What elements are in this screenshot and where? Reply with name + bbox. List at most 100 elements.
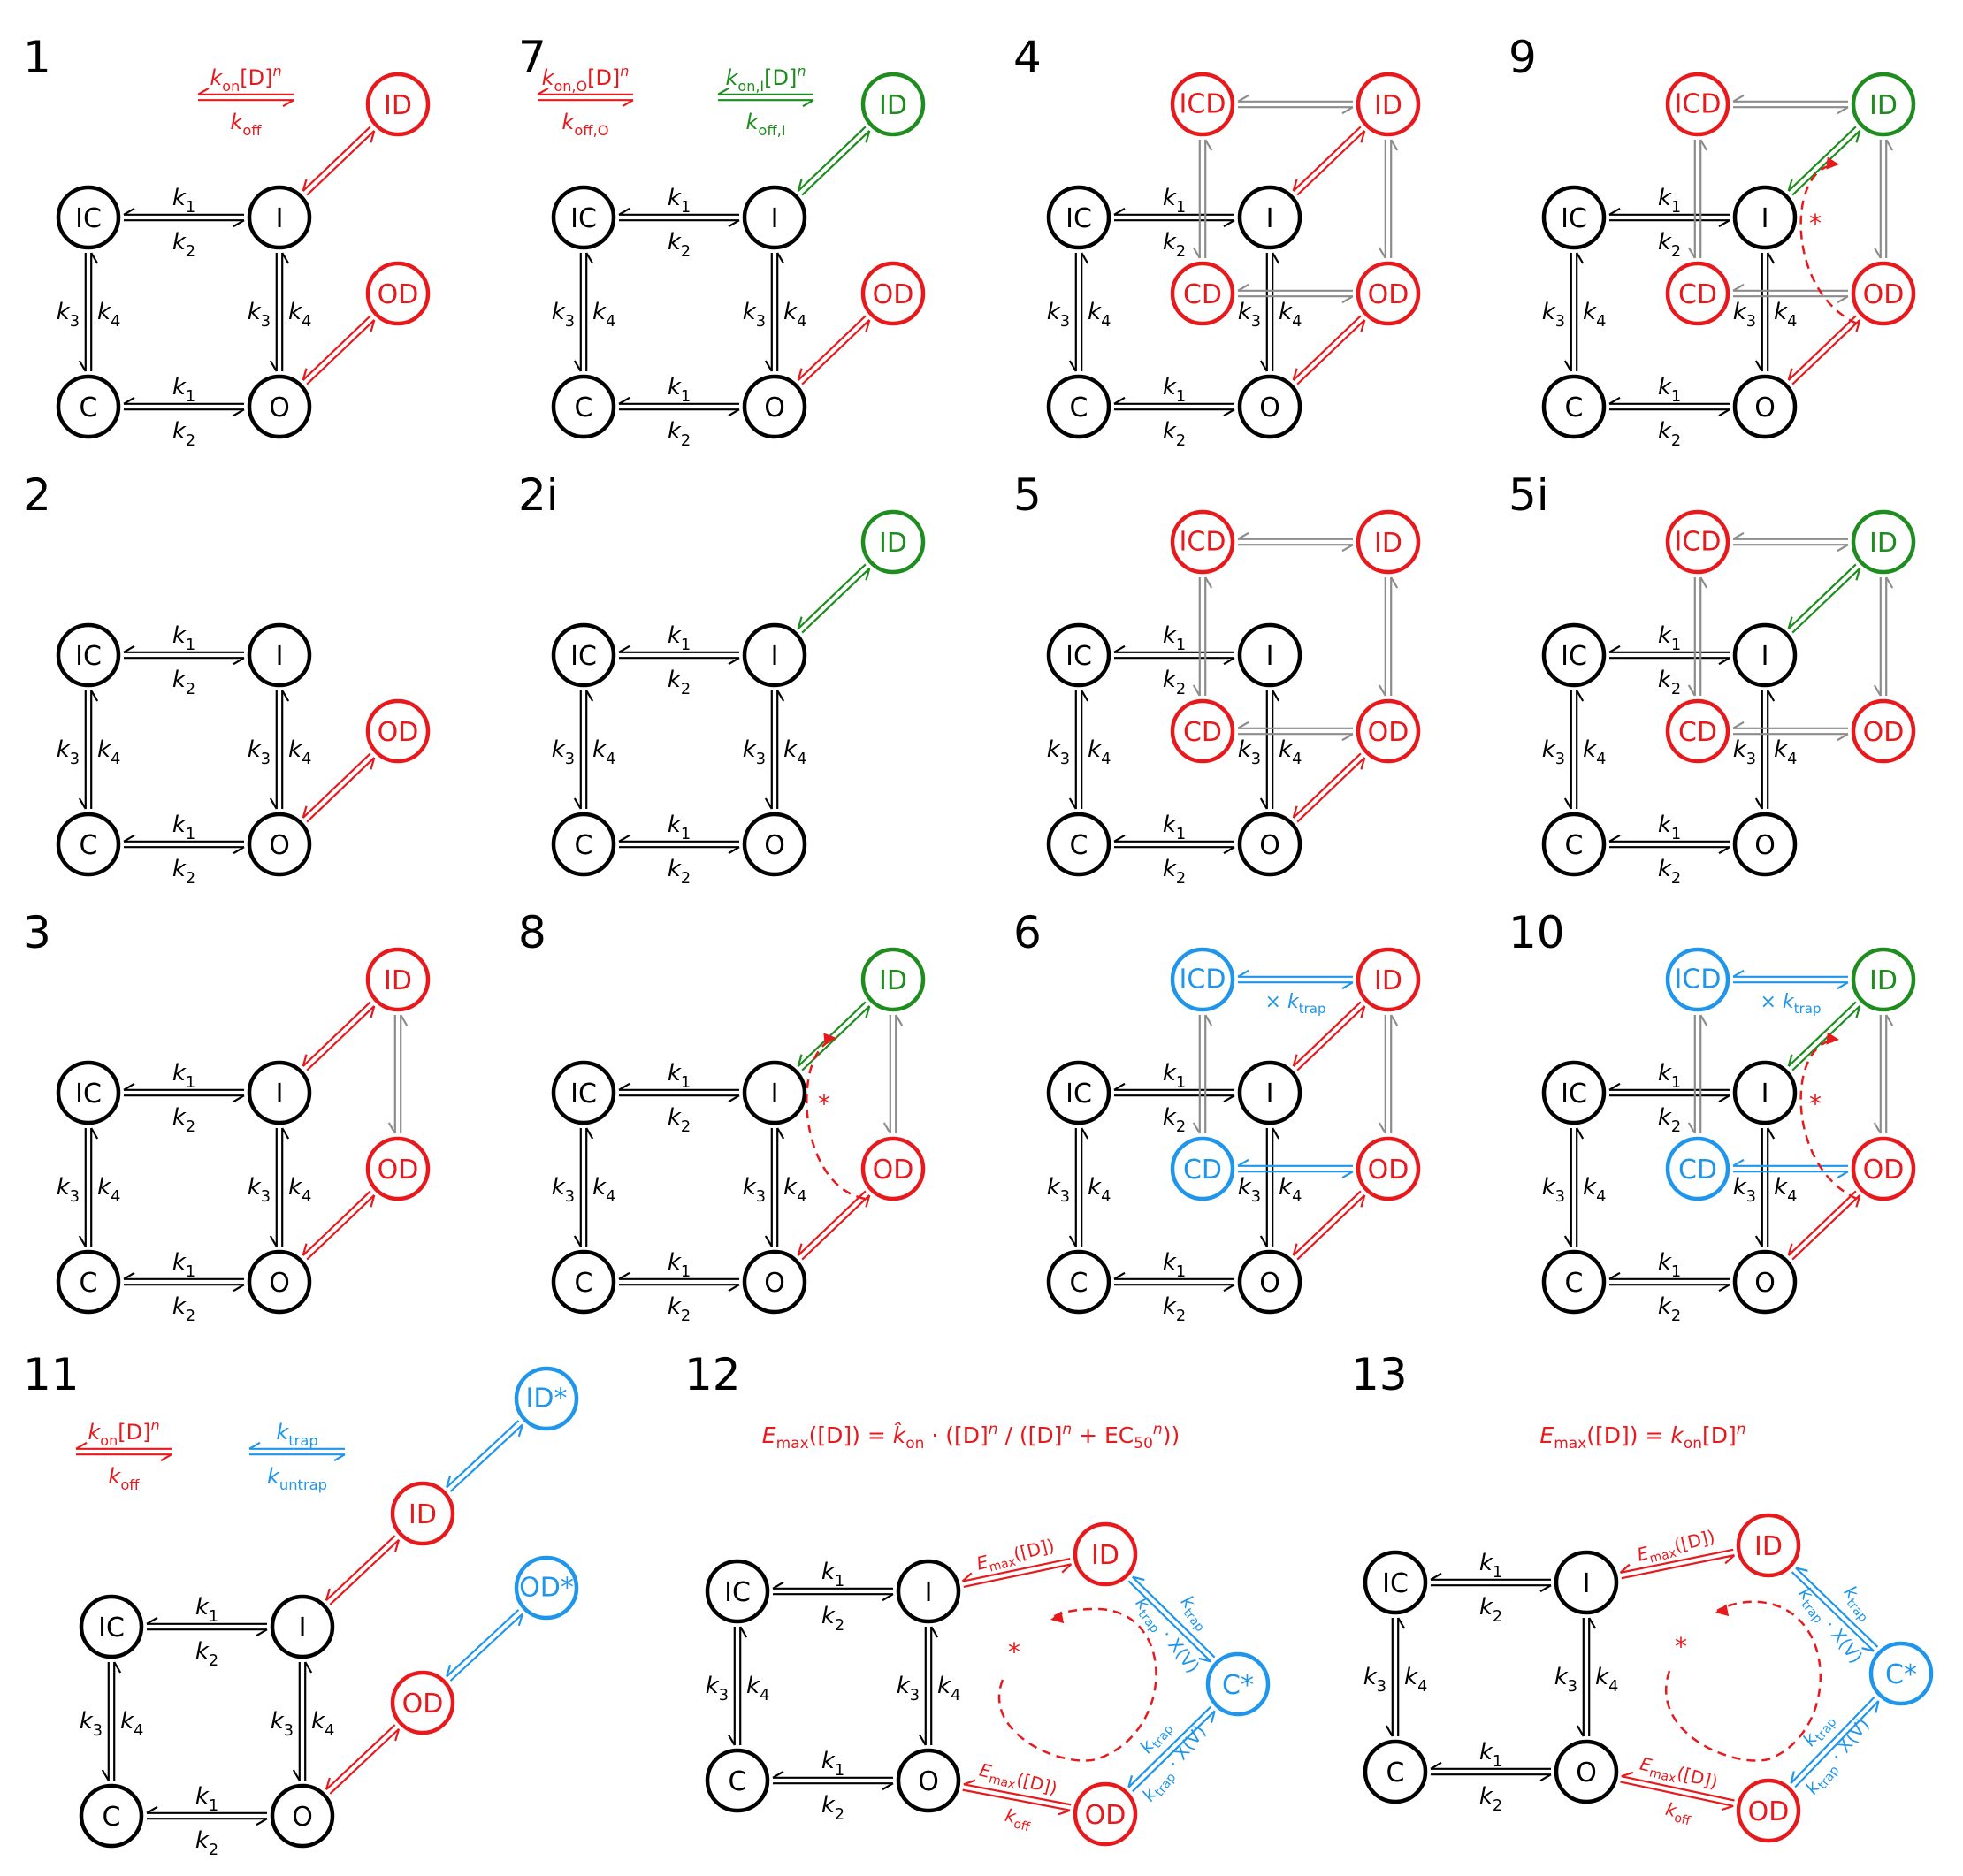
state-icd-label: ICD <box>1675 88 1722 119</box>
rate-k1-bottom-k: k <box>668 812 682 838</box>
arrow-c-o-backward-head <box>1608 396 1621 405</box>
rate-k1-top-k: k <box>668 185 682 211</box>
arrow-ic-c-forward-head <box>1563 797 1572 810</box>
rate-k3-right-k: k <box>248 299 262 325</box>
arrow-i-o <box>918 1626 939 1746</box>
rate-k3-right: k3 <box>1554 1664 1577 1696</box>
rate-k4-left-sub: 4 <box>606 313 615 331</box>
state-ic: IC <box>1046 1060 1111 1125</box>
arrow-i-o <box>269 690 290 810</box>
rate-k3-right: k3 <box>1733 736 1756 768</box>
arrow-cd-od-forward-head <box>1837 733 1849 742</box>
arrow-icd-id-forward-head <box>1341 106 1354 115</box>
panel-2-title: 2 <box>23 469 51 521</box>
arrow-icd-id-backward-head <box>1732 969 1745 978</box>
arrow-ic-i-backward-head <box>618 207 630 216</box>
rate-k1-top: k1 <box>1163 622 1186 654</box>
legend-drug-koff: koff <box>108 1464 140 1493</box>
arrow-o-od-forward <box>1620 1781 1734 1807</box>
rate-k4-left-sub: 4 <box>1417 1678 1427 1696</box>
state-i-circle <box>270 1594 335 1659</box>
state-od-star-label: OD* <box>519 1572 574 1603</box>
arrow-i-id-backward-head <box>302 179 308 192</box>
panel-7-title: 7 <box>518 32 546 83</box>
state-id-label: ID <box>409 1499 437 1530</box>
arrow-o-od <box>962 1779 1072 1816</box>
rate-k4-left-sub: 4 <box>134 1722 143 1740</box>
arrow-icd-cd-forward-head <box>1687 247 1696 259</box>
arrow-cd-od-backward-head <box>1732 1158 1745 1167</box>
rate-k1-bottom-sub: 1 <box>186 826 195 843</box>
state-id: ID <box>1356 509 1421 575</box>
rate-k2-top: k2 <box>1479 1594 1502 1626</box>
state-i-label: I <box>276 641 284 672</box>
rate-k1-top-k: k <box>195 1594 210 1621</box>
arrow-c-o-forward-head <box>1718 1284 1730 1293</box>
arrow-o-od-backward-head <box>797 368 803 381</box>
arrow-i-o-backward-head <box>281 252 290 264</box>
rate-k1-bottom: k1 <box>1658 1249 1681 1281</box>
rate-k4-right: k4 <box>1279 1174 1302 1206</box>
arrow-ic-c-forward-head <box>78 360 87 372</box>
state-o-circle <box>896 1748 961 1813</box>
state-o: O <box>247 812 312 877</box>
state-id-circle <box>1851 509 1916 575</box>
arrow-i-id-forward <box>1296 1005 1366 1071</box>
panel-5-title: 5 <box>1013 469 1042 521</box>
state-i-circle <box>1732 185 1798 250</box>
arrow-icd-cd-backward-head <box>1699 139 1708 151</box>
arrow-c-o-backward-head <box>146 1805 158 1814</box>
state-o-label: O <box>269 830 290 861</box>
state-o: O <box>742 374 807 439</box>
state-cd-label: CD <box>1678 717 1717 748</box>
state-cd: CD <box>1665 698 1730 764</box>
arrow-cd-od-backward-head <box>1237 1158 1249 1167</box>
arrow-cd-od-forward-head <box>1837 1171 1849 1179</box>
arrow-icd-id-backward-head <box>1732 531 1745 540</box>
rate-k2-top-sub: 2 <box>186 1118 195 1136</box>
arrow-c-o <box>123 1271 245 1293</box>
rate-k3-right: k3 <box>271 1708 294 1740</box>
arrow-icd-cd-forward-head <box>1192 1122 1201 1134</box>
rate-k2-bottom-k: k <box>668 856 682 882</box>
arrow-ic-c-backward-head <box>1576 252 1585 264</box>
state-o-circle <box>742 1249 807 1315</box>
arrow-i-id-forward-head <box>1360 1005 1366 1018</box>
arrow-i-id-backward-head <box>1787 1054 1793 1067</box>
arrow-c-o-backward-head <box>618 1271 630 1280</box>
arrow-i-id-forward <box>963 1563 1072 1588</box>
rate-k2-bottom-sub: 2 <box>1671 432 1681 450</box>
rate-k3-right-k: k <box>248 736 262 763</box>
arrow-c-o <box>1608 834 1730 855</box>
state-i-circle <box>1554 1550 1619 1615</box>
arrow-ic-i-backward-head <box>1608 207 1621 216</box>
state-i-label: I <box>771 1079 779 1110</box>
rate-k1-bottom: k1 <box>1163 812 1186 843</box>
rate-k3-left-k: k <box>57 299 71 325</box>
arrow-ic-i-forward-head <box>233 219 245 228</box>
state-c-circle <box>1046 812 1111 877</box>
arrow-ic-c <box>573 1127 594 1247</box>
state-icd-circle <box>1170 947 1235 1012</box>
rate-k1-bottom-sub: 1 <box>1493 1753 1502 1771</box>
rate-k1-bottom-sub: 1 <box>1176 1263 1186 1281</box>
arrow-ic-i <box>1113 644 1235 666</box>
legend-ktrap-k: k <box>276 1420 289 1445</box>
arrow-ic-c-backward-head <box>585 252 594 264</box>
arrow-cd-od-forward-head <box>1341 733 1354 742</box>
rate-k3-left-k: k <box>552 299 566 325</box>
state-i: I <box>1237 185 1302 250</box>
rate-k3-right: k3 <box>1733 299 1756 331</box>
arrow-cd-od-backward-head <box>1732 721 1745 729</box>
arrow-id-od-forward-head <box>387 1122 396 1134</box>
arrow-c-o-forward-head <box>1223 846 1235 855</box>
rate-k2-bottom: k2 <box>1658 856 1681 888</box>
rate-k2-top-k: k <box>1658 667 1672 693</box>
arrow-id-od <box>1378 139 1399 259</box>
rate-k2-top: k2 <box>1163 1104 1186 1136</box>
rate-k3-left: k3 <box>1542 736 1565 768</box>
state-od-label: OD <box>378 1155 419 1186</box>
state-cd: CD <box>1665 261 1730 326</box>
rate-k4-right: k4 <box>288 299 311 331</box>
state-ic-label: IC <box>1066 1079 1092 1110</box>
